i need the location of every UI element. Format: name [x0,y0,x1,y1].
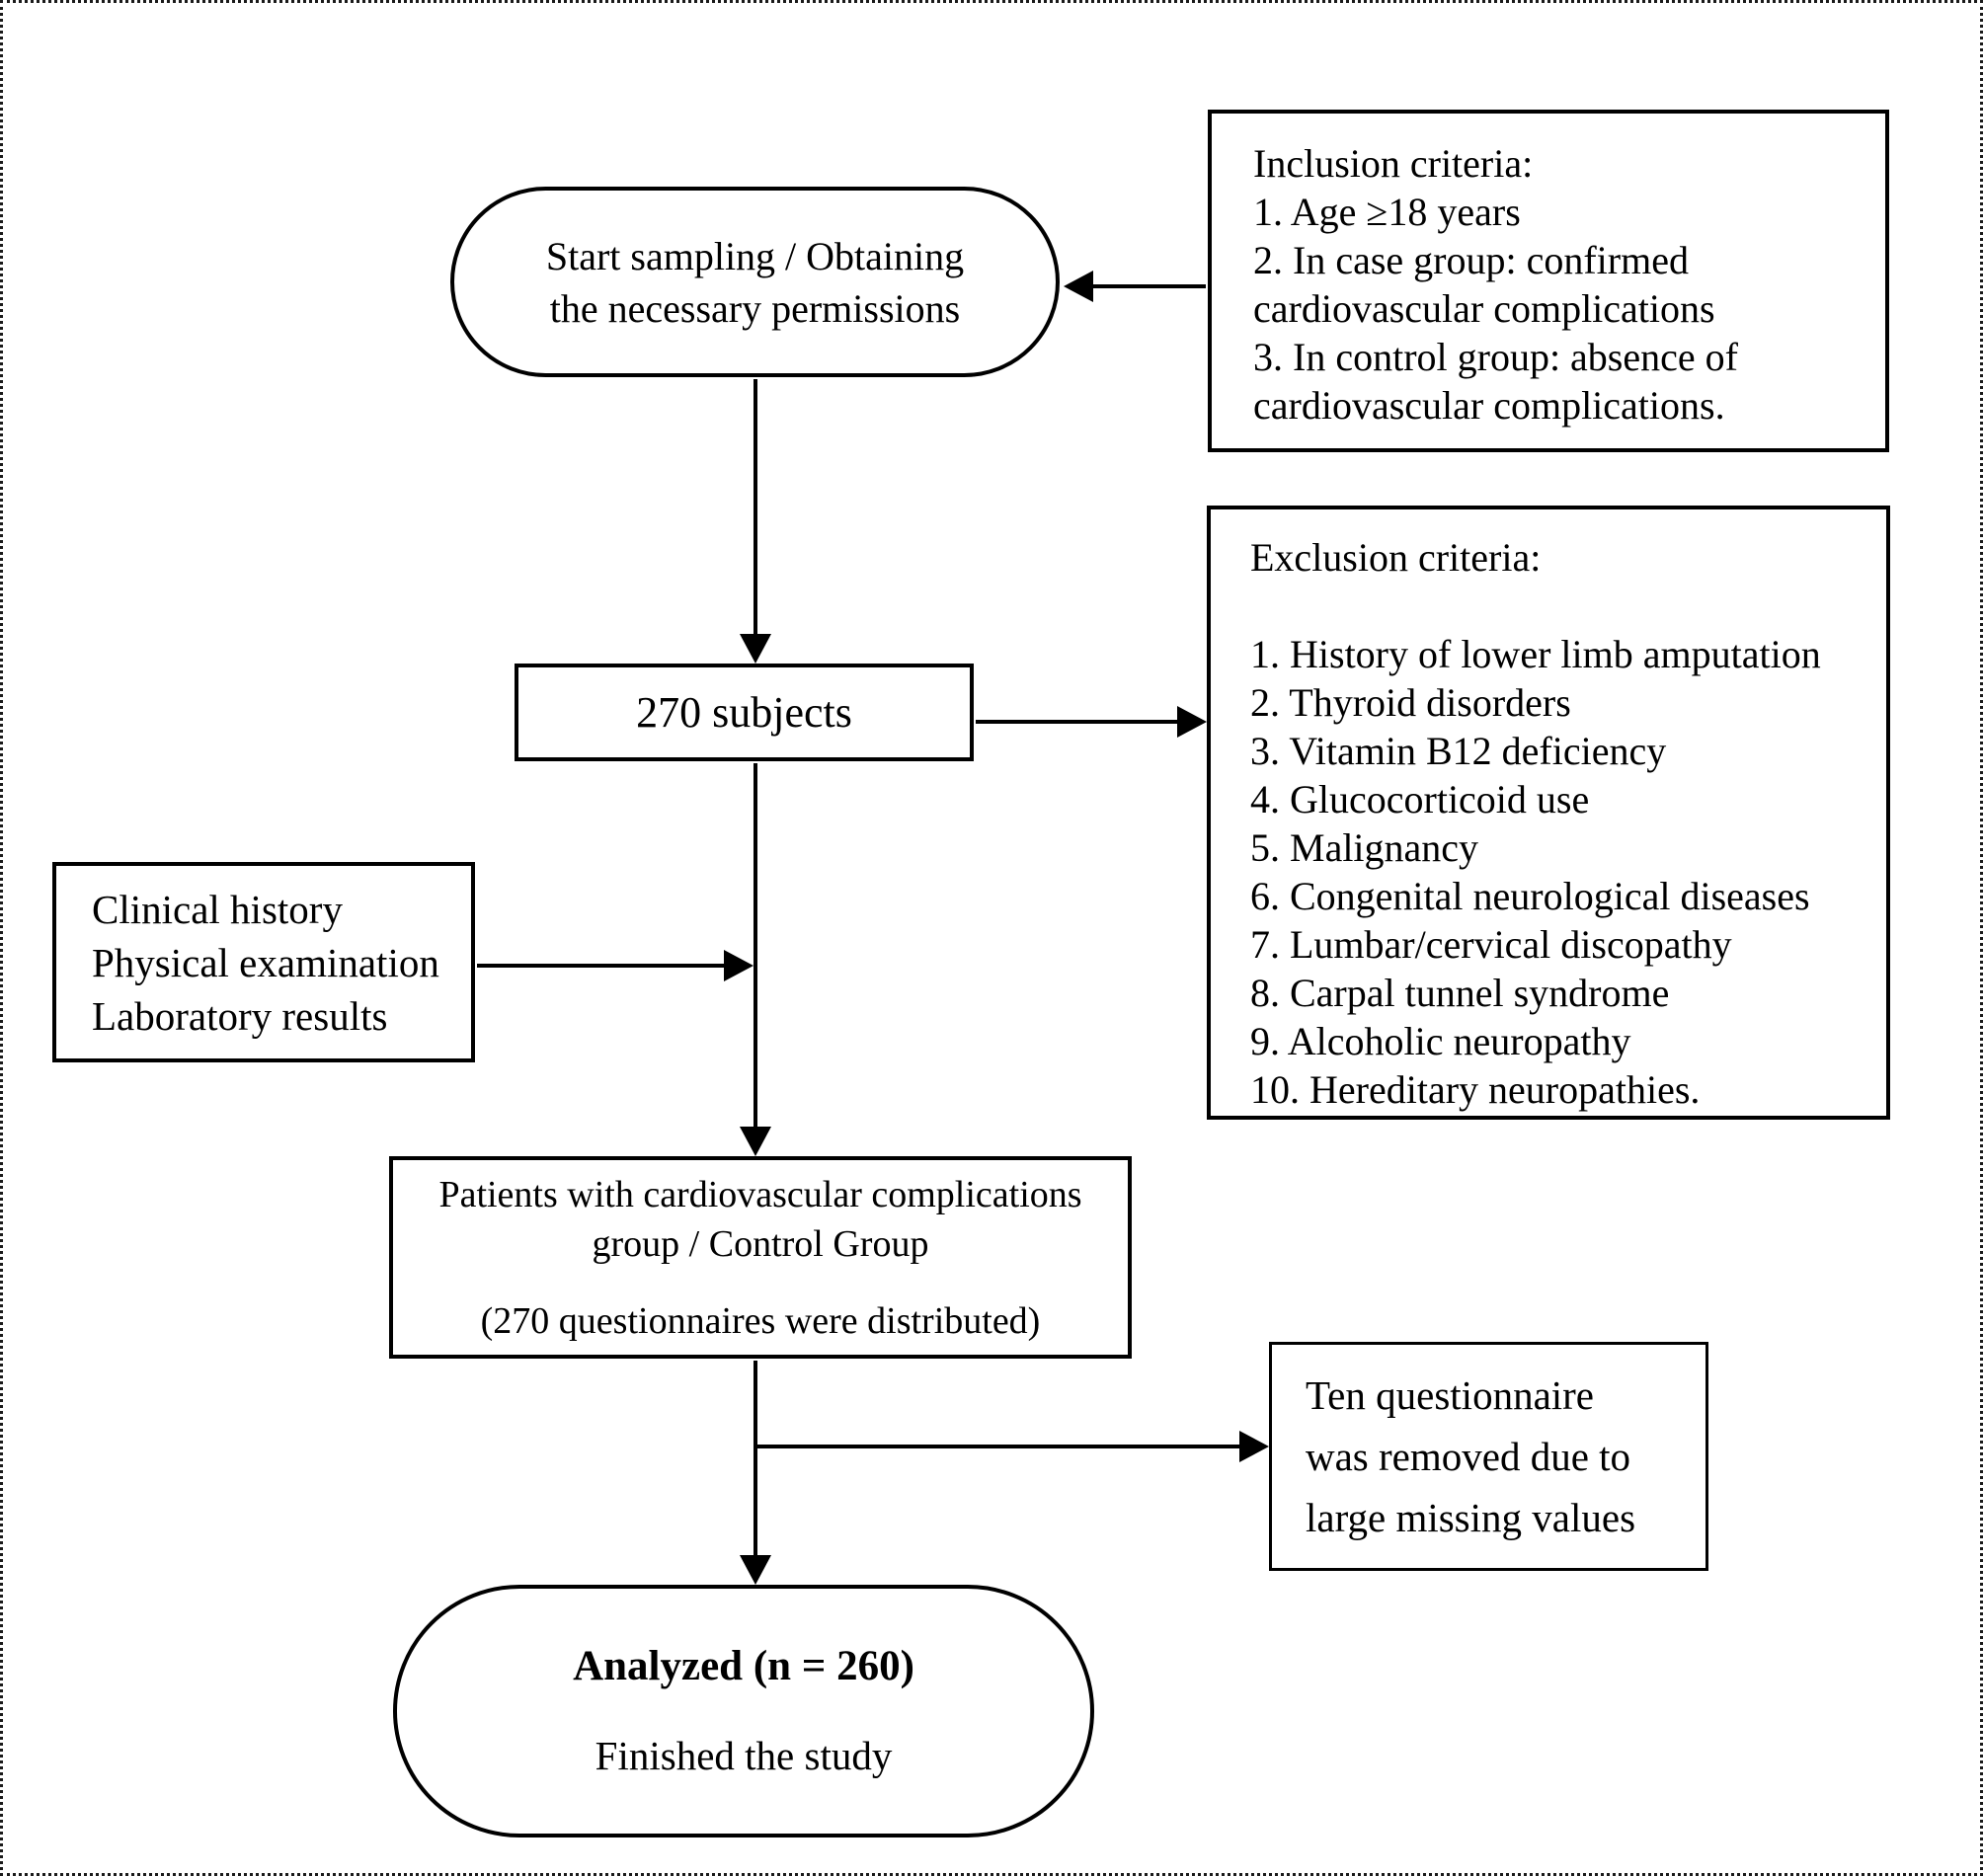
patients-line-1: Patients with cardiovascular complicatio… [438,1173,1082,1215]
inclusion-criteria-box: Inclusion criteria: 1. Age ≥18 years 2. … [1208,110,1889,452]
exclusion-title: Exclusion criteria: [1250,535,1542,580]
analyzed-node: Analyzed (n = 260) Finished the study [393,1585,1094,1837]
start-node: Start sampling / Obtaining the necessary… [450,187,1060,377]
exclusion-item: 7. Lumbar/cervical discopathy [1250,922,1732,967]
analyzed-title: Analyzed (n = 260) [573,1643,914,1689]
arrow-branch-to-removed [755,1431,1269,1462]
analyzed-subtitle: Finished the study [595,1733,893,1778]
removed-line-2: was removed due to [1306,1434,1631,1479]
exclusion-item: 6. Congenital neurological diseases [1250,874,1810,918]
patients-group-box: Patients with cardiovascular complicatio… [389,1156,1132,1359]
exclusion-item: 9. Alcoholic neuropathy [1250,1019,1631,1063]
arrow-subjects-to-exclusion [976,706,1207,738]
inclusion-item: 1. Age ≥18 years [1253,190,1521,234]
exclusion-criteria-box: Exclusion criteria: 1. History of lower … [1207,506,1890,1120]
start-line-1: Start sampling / Obtaining [545,233,965,278]
exclusion-item: 8. Carpal tunnel syndrome [1250,971,1670,1015]
clinical-line-1: Clinical history [92,886,343,932]
patients-line-2: group / Control Group [592,1222,929,1265]
patients-note: (270 questionnaires were distributed) [480,1299,1041,1342]
exclusion-item: 1. History of lower limb amputation [1250,632,1821,676]
removed-line-1: Ten questionnaire [1306,1372,1595,1418]
removed-line-3: large missing values [1306,1495,1636,1540]
arrow-subjects-to-patients [740,763,771,1156]
arrow-clinical-to-mainline [477,950,754,981]
exclusion-item: 5. Malignancy [1250,825,1479,870]
exclusion-item: 2. Thyroid disorders [1250,680,1571,725]
removed-questionnaires-box: Ten questionnaire was removed due to lar… [1269,1342,1708,1571]
exclusion-item: 3. Vitamin B12 deficiency [1250,729,1667,773]
exclusion-item: 10. Hereditary neuropathies. [1250,1067,1701,1112]
subjects-box: 270 subjects [515,664,974,761]
inclusion-title: Inclusion criteria: [1253,141,1534,186]
clinical-line-2: Physical examination [92,939,439,985]
inclusion-item: 3. In control group: absence of cardiova… [1253,335,1738,428]
arrow-inclusion-to-start [1064,271,1206,302]
exclusion-item: 4. Glucocorticoid use [1250,777,1590,821]
subjects-label: 270 subjects [636,687,852,737]
clinical-inputs-box: Clinical history Physical examination La… [52,862,475,1062]
arrow-patients-to-analyzed [740,1361,771,1585]
inclusion-item: 2. In case group: confirmed cardiovascul… [1253,238,1715,331]
arrow-start-to-subjects [740,379,771,664]
start-line-2: the necessary permissions [549,285,961,331]
clinical-line-3: Laboratory results [92,992,388,1039]
